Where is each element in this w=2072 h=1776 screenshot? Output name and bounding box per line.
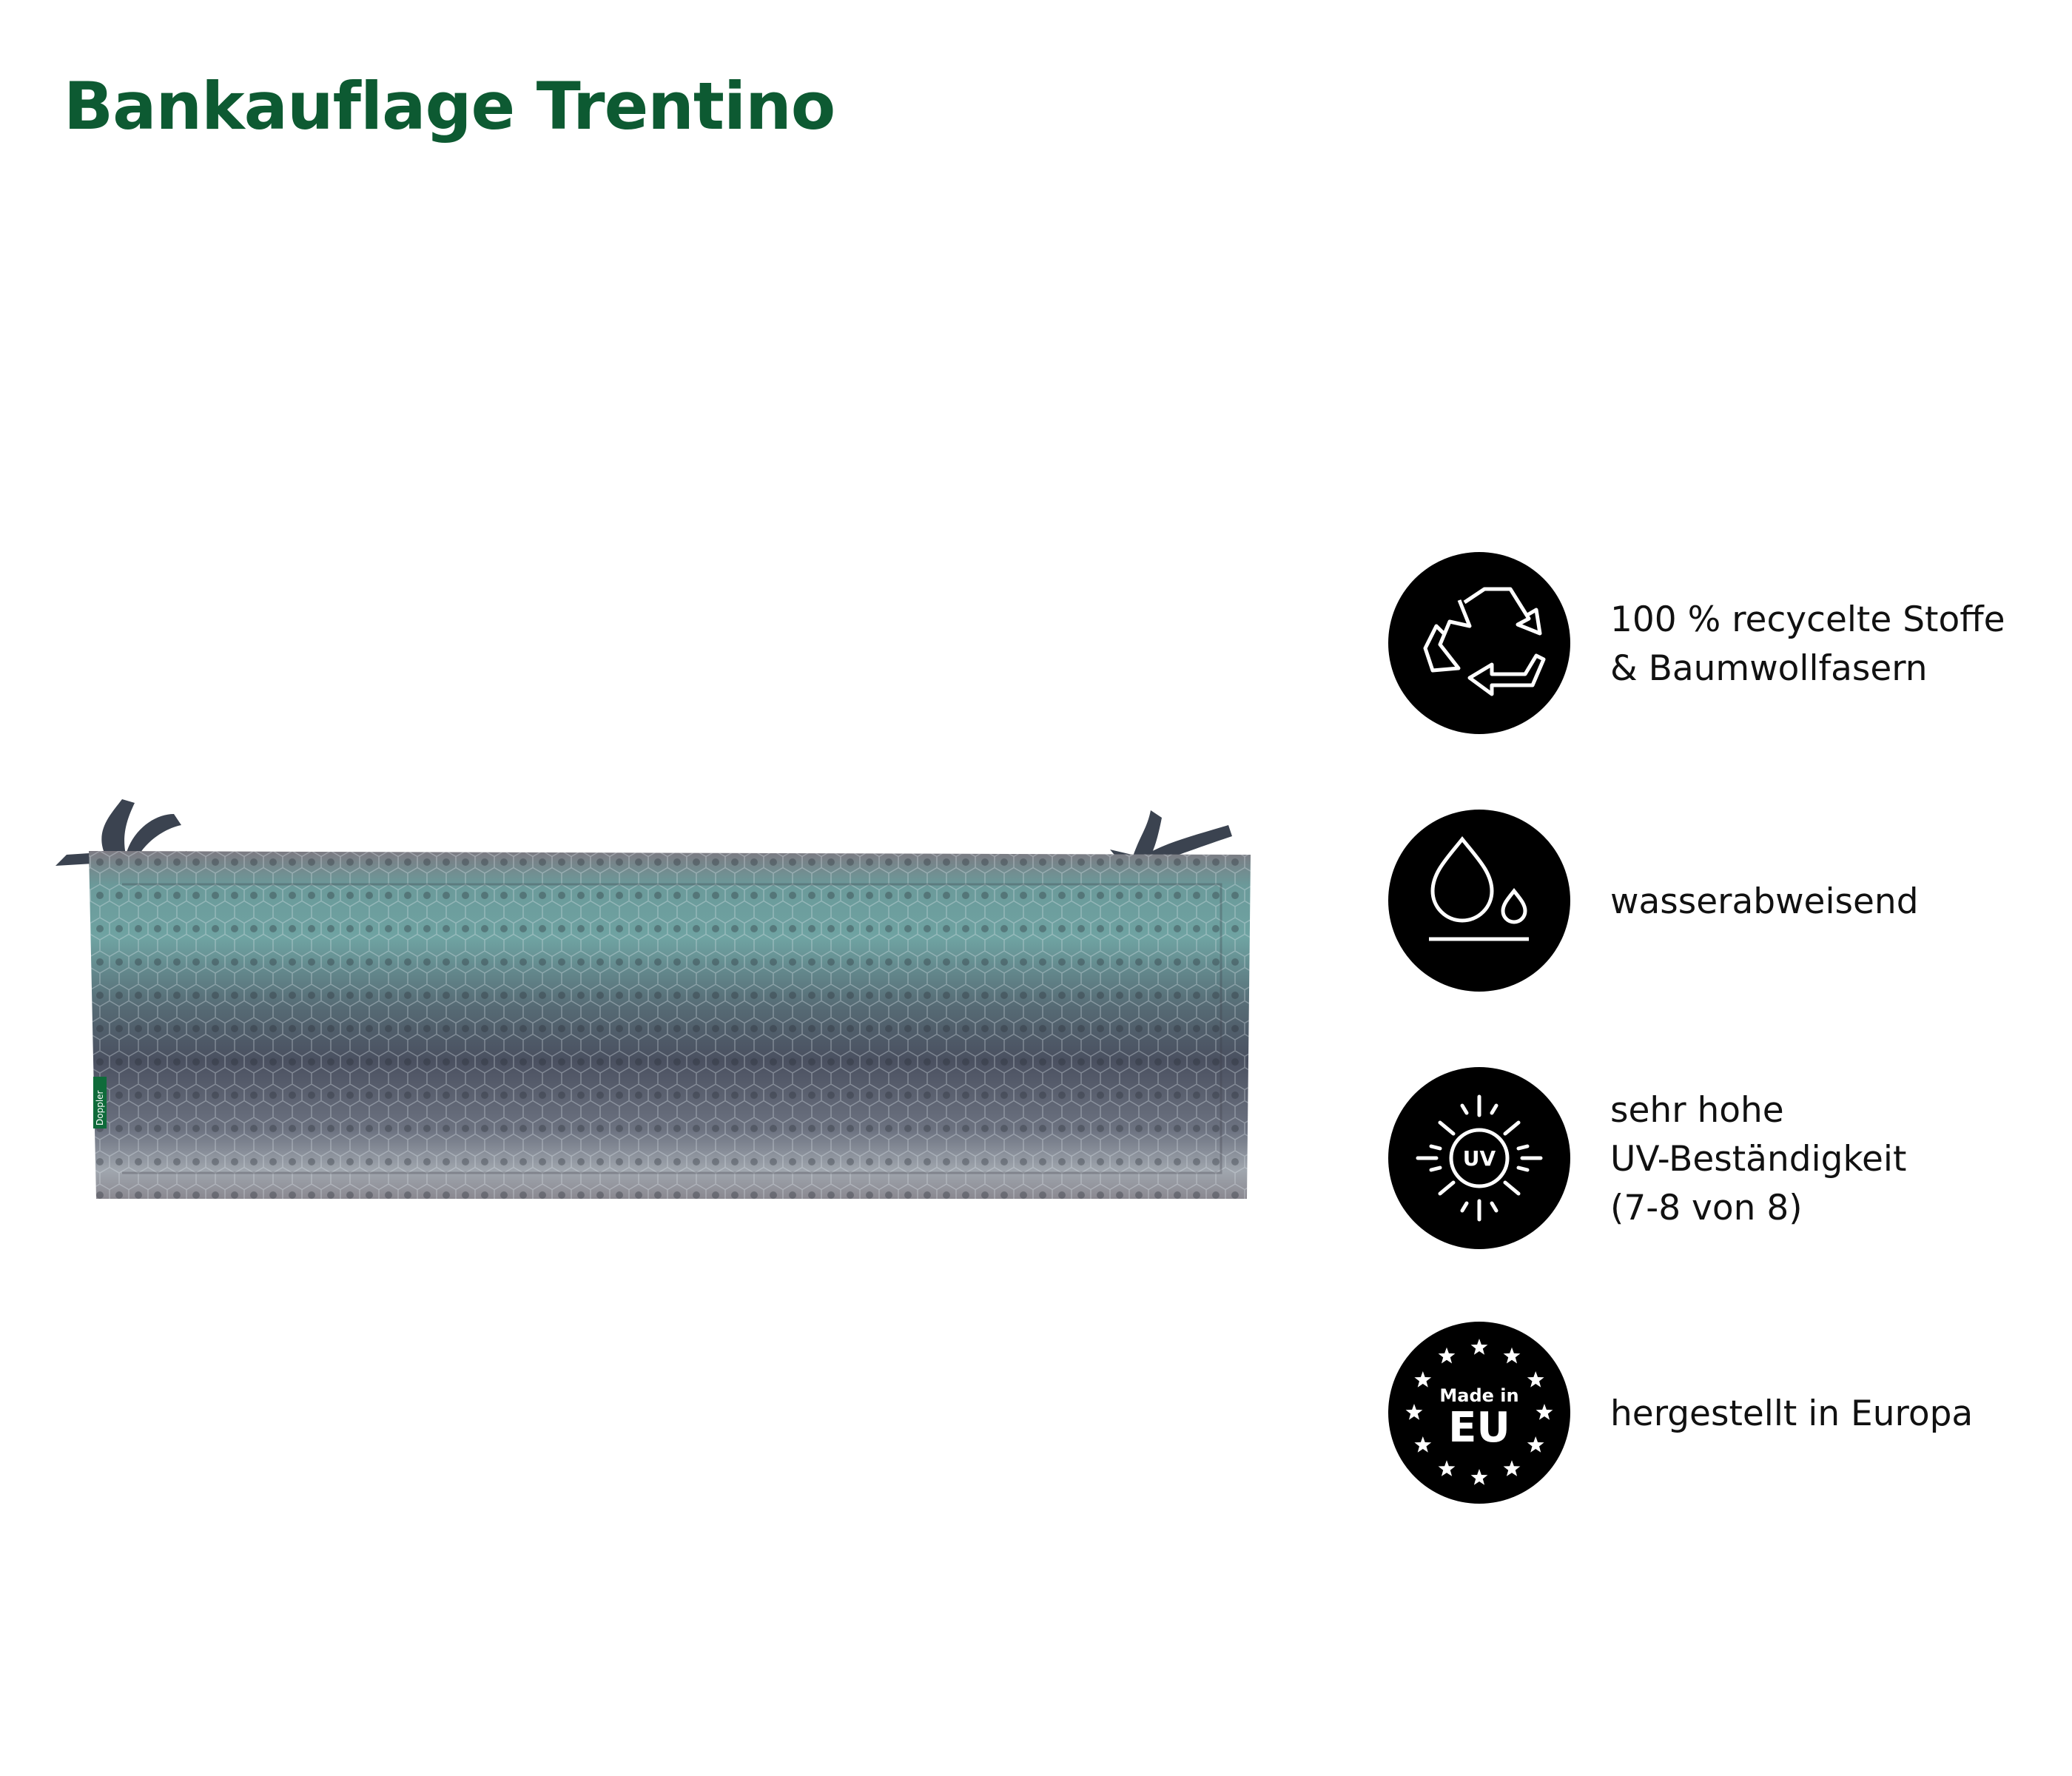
brand-label-text: Doppler: [95, 1090, 105, 1126]
page-title: Bankauflage Trentino: [64, 68, 835, 144]
star-icon: [1470, 1469, 1488, 1485]
product-image-bench-cushion: Doppler: [52, 784, 1258, 1214]
star-icon: [1405, 1404, 1423, 1420]
feature-water-repellent: wasserabweisend: [1388, 810, 2054, 995]
water-drops-icon: [1388, 810, 1570, 992]
feature-text: sehr hohe UV-Beständigkeit (7-8 von 8): [1610, 1090, 1907, 1228]
star-icon: [1503, 1460, 1521, 1476]
uv-sun-icon: UV: [1388, 1067, 1570, 1249]
eu-label: EU: [1448, 1404, 1510, 1452]
star-icon: [1414, 1436, 1432, 1453]
star-icon: [1470, 1339, 1488, 1355]
feature-text: wasserabweisend: [1610, 881, 1919, 922]
feature-made-in-eu: Made in EU hergestellt in Europa: [1388, 1322, 2054, 1507]
star-icon: [1414, 1371, 1432, 1388]
feature-recycled: 100 % recycelte Stoffe & Baumwollfasern: [1388, 552, 2054, 737]
star-icon: [1536, 1404, 1553, 1420]
feature-text: 100 % recycelte Stoffe & Baumwollfasern: [1610, 599, 2005, 689]
recycle-icon: [1388, 552, 1570, 734]
made-in-eu-icon: Made in EU: [1388, 1322, 1570, 1504]
star-icon: [1438, 1347, 1456, 1364]
star-icon: [1503, 1347, 1521, 1364]
feature-text: hergestellt in Europa: [1610, 1393, 1974, 1434]
brand-label-tag: [93, 1077, 107, 1128]
uv-label: UV: [1463, 1146, 1496, 1171]
star-icon: [1527, 1436, 1544, 1453]
star-icon: [1527, 1371, 1544, 1388]
star-icon: [1438, 1460, 1456, 1476]
feature-uv-resistance: UV sehr hohe UV-Beständigkeit (7-8 von 8…: [1388, 1067, 2054, 1252]
made-in-label: Made in: [1439, 1385, 1518, 1406]
